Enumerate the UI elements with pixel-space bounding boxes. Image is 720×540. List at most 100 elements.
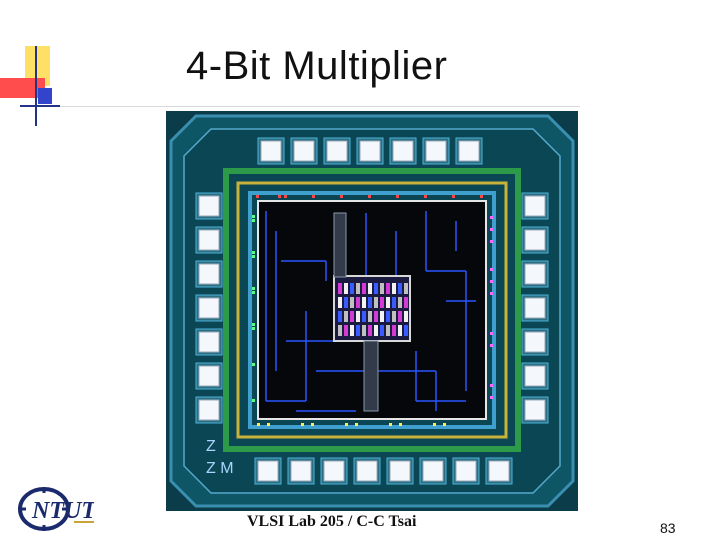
io-pad <box>257 137 285 165</box>
io-pad <box>521 396 549 424</box>
contact-dot <box>490 396 493 399</box>
multiplier-cell <box>368 283 372 294</box>
multiplier-cell <box>404 325 408 336</box>
slide-footer: VLSI Lab 205 / C-C Tsai <box>247 513 417 530</box>
io-pad <box>254 457 282 485</box>
multiplier-cells <box>338 283 408 336</box>
multiplier-cell <box>404 297 408 308</box>
contact-dot <box>252 327 255 330</box>
io-pad <box>485 457 513 485</box>
routing-spine-top <box>333 212 347 278</box>
multiplier-cell <box>356 283 360 294</box>
contact-dot <box>252 251 255 254</box>
multiplier-cell <box>404 311 408 322</box>
contact-dot <box>490 280 493 283</box>
io-pads <box>195 137 549 485</box>
multiplier-cell <box>368 311 372 322</box>
contact-dot <box>256 195 259 198</box>
multiplier-cell <box>356 325 360 336</box>
decor-horizontal-line <box>20 105 60 107</box>
contact-dot <box>301 423 304 426</box>
contact-dot <box>252 399 255 402</box>
io-pad <box>521 260 549 288</box>
contact-dot <box>252 215 255 218</box>
contact-dot <box>490 216 493 219</box>
io-pad <box>386 457 414 485</box>
multiplier-cell <box>374 325 378 336</box>
multiplier-cell <box>374 311 378 322</box>
power-ring-green <box>223 168 521 452</box>
multiplier-cell <box>368 325 372 336</box>
io-pad <box>455 137 483 165</box>
io-pad <box>195 328 223 356</box>
contact-dot <box>399 423 402 426</box>
io-pad <box>320 457 348 485</box>
io-pad <box>521 294 549 322</box>
title-underline <box>20 106 580 107</box>
multiplier-cell <box>398 311 402 322</box>
multiplier-cell <box>338 283 342 294</box>
contact-dot <box>252 219 255 222</box>
contact-dot <box>389 423 392 426</box>
contact-dot <box>340 195 343 198</box>
power-ring-blue <box>248 191 496 429</box>
multiplier-cell <box>362 297 366 308</box>
contact-dot <box>490 332 493 335</box>
multiplier-cell <box>386 297 390 308</box>
contact-dot <box>396 195 399 198</box>
multiplier-cell <box>350 325 354 336</box>
multiplier-cell <box>338 325 342 336</box>
contact-dot <box>490 384 493 387</box>
multiplier-cell <box>380 297 384 308</box>
multiplier-cell <box>344 297 348 308</box>
io-pad <box>521 192 549 220</box>
contact-dot <box>452 195 455 198</box>
io-pad <box>521 226 549 254</box>
multiplier-cell <box>404 283 408 294</box>
contact-dot <box>490 292 493 295</box>
multiplier-cell <box>392 311 396 322</box>
multiplier-cell <box>392 283 396 294</box>
contact-dot <box>345 423 348 426</box>
multiplier-cell <box>398 325 402 336</box>
contact-dot <box>257 423 260 426</box>
contact-dot <box>355 423 358 426</box>
io-pad <box>287 457 315 485</box>
multiplier-cell <box>344 325 348 336</box>
corner-label: Z <box>206 438 216 455</box>
contact-dot <box>278 195 281 198</box>
multiplier-cell <box>362 311 366 322</box>
contact-dot <box>252 323 255 326</box>
multiplier-cell <box>338 297 342 308</box>
io-pad <box>356 137 384 165</box>
contact-dot <box>284 195 287 198</box>
svg-text:Z M: Z M <box>206 460 234 477</box>
multiplier-cell <box>386 325 390 336</box>
multiplier-cell <box>344 311 348 322</box>
multiplier-cell <box>374 297 378 308</box>
multiplier-cell <box>362 325 366 336</box>
io-pad <box>521 328 549 356</box>
io-pad <box>195 396 223 424</box>
logo-text: NTUT <box>31 498 94 524</box>
multiplier-cell <box>398 283 402 294</box>
multiplier-cell <box>398 297 402 308</box>
contact-dot <box>433 423 436 426</box>
multiplier-cell <box>392 325 396 336</box>
contact-dot <box>490 240 493 243</box>
multiplier-cell <box>368 297 372 308</box>
slide-title: 4-Bit Multiplier <box>186 44 448 88</box>
multiplier-cell <box>356 297 360 308</box>
contact-dot <box>480 195 483 198</box>
io-pad <box>290 137 318 165</box>
io-pad <box>195 226 223 254</box>
multiplier-cell <box>380 311 384 322</box>
multiplier-cell <box>386 283 390 294</box>
multiplier-cell <box>344 283 348 294</box>
decor-blue-square <box>38 88 52 104</box>
io-pad <box>353 457 381 485</box>
contact-dot <box>490 268 493 271</box>
multiplier-cell <box>350 311 354 322</box>
multiplier-cell <box>386 311 390 322</box>
contact-dot <box>267 423 270 426</box>
